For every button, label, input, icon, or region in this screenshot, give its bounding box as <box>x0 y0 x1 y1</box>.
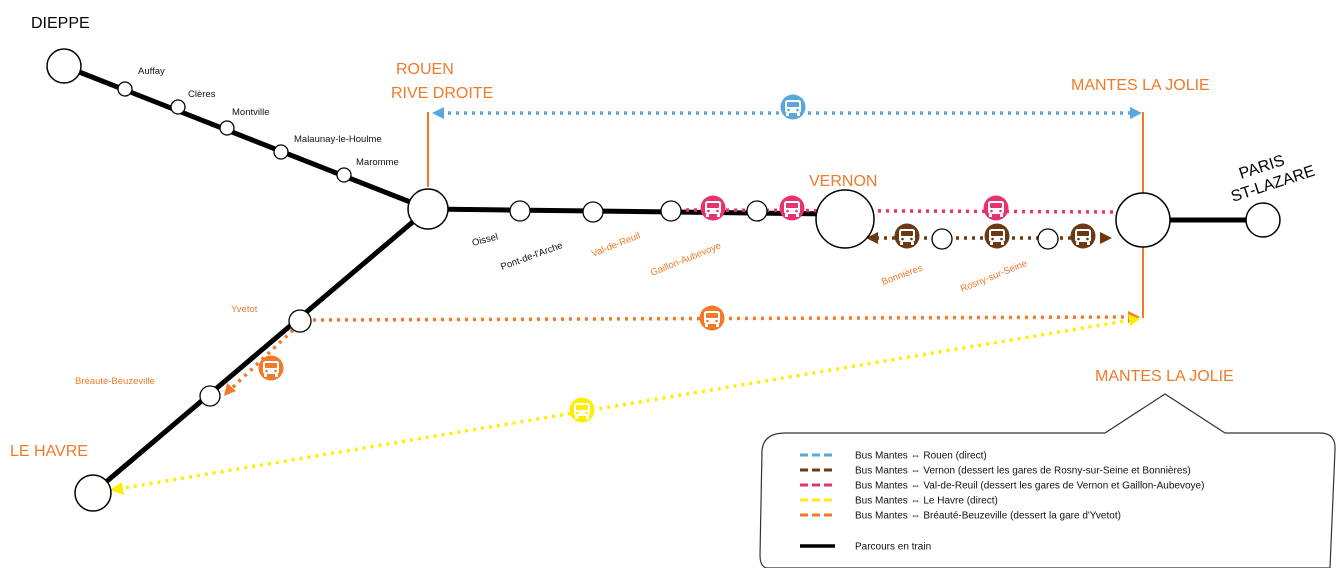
bonnieres-label: Bonnières <box>880 263 924 288</box>
breaute-station <box>199 385 221 407</box>
montville-station <box>219 120 235 136</box>
bus-icon <box>258 355 284 381</box>
mantes-bottom-label: MANTES LA JOLIE <box>1095 368 1234 385</box>
maromme-label: Maromme <box>356 157 399 168</box>
bus-icon <box>984 223 1010 249</box>
vernon-node <box>815 189 875 249</box>
bus-icon <box>779 195 805 221</box>
legend-label: Bus Mantes ⇔ Vernon (dessert les gares d… <box>855 466 1191 477</box>
rosny-station <box>1037 228 1059 250</box>
bus-icon <box>569 397 595 423</box>
arrow-lehavre-right <box>1128 314 1140 326</box>
auffay-label: Auffay <box>138 66 165 77</box>
gaillon-label: Gaillon-Aubevoye <box>649 240 723 278</box>
bus-icon <box>1070 223 1096 249</box>
bus-icon <box>983 195 1009 221</box>
arrow-breaute <box>224 383 236 396</box>
vernon-label: VERNON <box>809 173 877 190</box>
legend-box <box>759 393 1336 568</box>
train-line-rouen-vernon <box>425 206 837 217</box>
malaunay-station <box>273 144 289 160</box>
auffay-station <box>117 81 133 97</box>
cleres-station <box>170 99 186 115</box>
legend-label: Parcours en train <box>855 542 931 553</box>
bus-route-lehavre <box>117 318 1132 491</box>
val-de-reuil-label: Val-de-Reuil <box>590 230 642 260</box>
train-lines <box>61 63 1266 496</box>
breaute-label: Bréauté-Beuzeville <box>75 376 155 387</box>
rouen-node <box>407 188 449 230</box>
legend-label: Bus Mantes ⇔ Rouen (direct) <box>855 451 987 462</box>
rouen-label-1: ROUEN <box>396 61 454 78</box>
montville-label: Montville <box>232 107 270 118</box>
arrow-rouen-right <box>1130 107 1142 119</box>
lehavre-node <box>74 474 112 512</box>
legend: Bus Mantes ⇔ Rouen (direct) Bus Mantes ⇔ … <box>800 451 1204 553</box>
bus-icon <box>699 305 725 331</box>
bonnieres-station <box>931 228 953 250</box>
cleres-label: Clères <box>188 89 216 100</box>
pont-de-larche-station <box>582 201 604 223</box>
dieppe-node <box>46 48 82 84</box>
mantes-node <box>1115 192 1171 248</box>
arrow-lehavre-left <box>110 482 124 495</box>
mantes-top-label: MANTES LA JOLIE <box>1071 77 1210 94</box>
oissel-label: Oissel <box>471 231 499 248</box>
train-line-lehavre-rouen <box>90 206 431 496</box>
val-de-reuil-station <box>660 200 682 222</box>
lehavre-label: LE HAVRE <box>10 443 88 460</box>
rouen-label-2: RIVE DROITE <box>391 85 493 102</box>
yvetot-label: Yvetot <box>231 304 258 315</box>
bus-icon <box>700 195 726 221</box>
arrow-vernon-right <box>1100 232 1112 244</box>
malaunay-label: Malaunay-le-Houlme <box>294 134 382 145</box>
yvetot-station <box>288 309 312 333</box>
gaillon-station <box>746 200 768 222</box>
paris-node <box>1245 202 1281 238</box>
arrow-vernon-left <box>866 232 878 244</box>
maromme-station <box>336 167 352 183</box>
bus-icon <box>780 94 806 120</box>
bus-icon <box>894 223 920 249</box>
dieppe-label: DIEPPE <box>31 15 90 32</box>
rosny-label: Rosny-sur-Seine <box>959 258 1029 295</box>
legend-label: Bus Mantes ⇔ Bréauté-Beuzeville (dessert… <box>855 511 1121 522</box>
legend-label: Bus Mantes ⇔ Val-de-Reuil (dessert les g… <box>855 481 1204 492</box>
oissel-station <box>509 200 531 222</box>
pont-de-larche-label: Pont-de-l'Arche <box>499 240 564 273</box>
arrow-rouen-left <box>432 107 444 119</box>
legend-label: Bus Mantes ⇔ Le Havre (direct) <box>855 496 998 507</box>
